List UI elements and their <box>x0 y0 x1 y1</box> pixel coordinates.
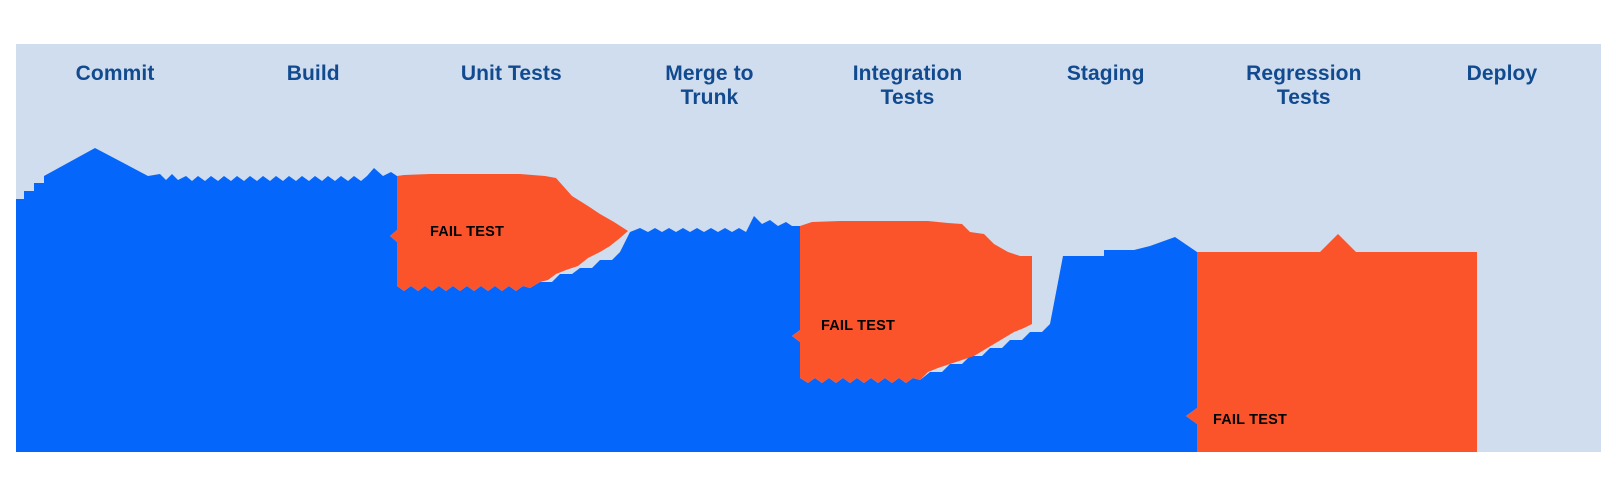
pass-area-blue <box>16 148 1197 452</box>
fail-test-label-integration-tests: FAIL TEST <box>821 318 896 334</box>
fail-area-regression-tests <box>1186 234 1477 452</box>
fail-test-label-regression-tests: FAIL TEST <box>1213 412 1288 428</box>
fail-area-integration-tests <box>792 221 1032 383</box>
fail-test-label-unit-tests: FAIL TEST <box>430 224 505 240</box>
fail-area-unit-tests <box>390 174 628 291</box>
